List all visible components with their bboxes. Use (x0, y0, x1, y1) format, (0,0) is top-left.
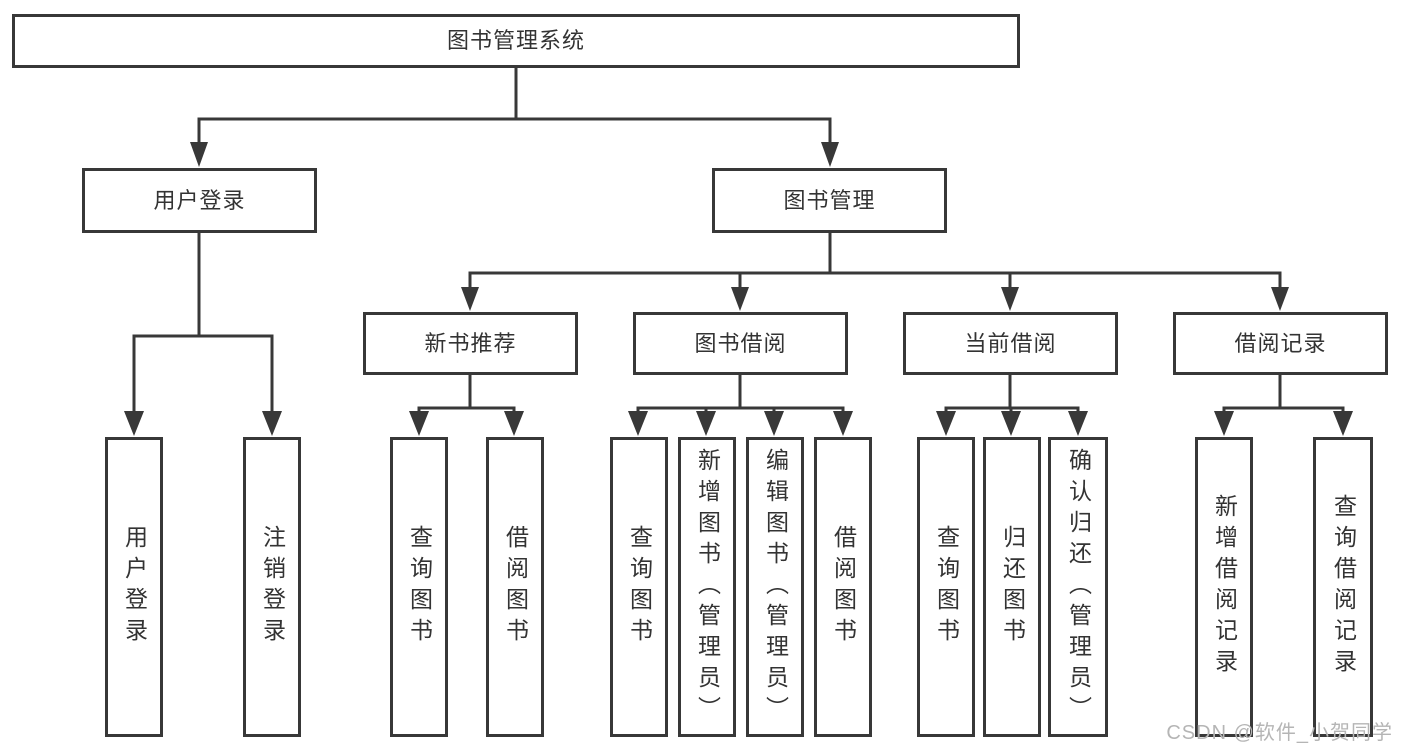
node-label: 查询图书 (933, 525, 960, 649)
node-label: 当前借阅 (964, 330, 1057, 356)
node-label: 借阅记录 (1234, 330, 1327, 356)
leaf-borrow-books: 借阅图书 (486, 437, 544, 737)
leaf-confirm-return-admin: 确认归还（管理员） (1048, 437, 1108, 737)
node-current-borrow: 当前借阅 (903, 312, 1118, 375)
node-label: 图书借阅 (694, 330, 787, 356)
leaf-add-books-admin: 新增图书（管理员） (678, 437, 736, 737)
node-label: 查询图书 (626, 525, 653, 649)
node-label: 用户登录 (121, 525, 148, 649)
leaf-borrow-books: 借阅图书 (814, 437, 872, 737)
node-label: 图书管理系统 (446, 28, 585, 53)
leaf-add-borrow-record: 新增借阅记录 (1195, 437, 1253, 737)
node-label: 归还图书 (999, 525, 1026, 649)
node-label: 编辑图书（管理员） (762, 447, 789, 727)
node-label: 查询借阅记录 (1330, 494, 1357, 680)
leaf-query-books: 查询图书 (610, 437, 668, 737)
leaf-user-login: 用户登录 (105, 437, 163, 737)
leaf-edit-books-admin: 编辑图书（管理员） (746, 437, 804, 737)
node-label: 新增借阅记录 (1211, 494, 1238, 680)
node-borrow-records: 借阅记录 (1173, 312, 1388, 375)
node-label: 图书管理 (783, 187, 876, 213)
node-label: 新增图书（管理员） (694, 447, 721, 727)
node-label: 用户登录 (153, 187, 246, 213)
leaf-query-borrow-record: 查询借阅记录 (1313, 437, 1373, 737)
leaf-return-books: 归还图书 (983, 437, 1041, 737)
node-book-borrow: 图书借阅 (633, 312, 848, 375)
leaf-query-books: 查询图书 (917, 437, 975, 737)
node-user-login: 用户登录 (82, 168, 317, 233)
node-new-book-recommend: 新书推荐 (363, 312, 578, 375)
node-label: 注销登录 (259, 525, 286, 649)
node-label: 确认归还（管理员） (1065, 447, 1092, 727)
node-root-system: 图书管理系统 (12, 14, 1020, 68)
node-label: 借阅图书 (502, 525, 529, 649)
leaf-logout: 注销登录 (243, 437, 301, 737)
node-book-management: 图书管理 (712, 168, 947, 233)
node-label: 新书推荐 (424, 330, 517, 356)
csdn-watermark: CSDN @软件_小贺同学 (1166, 722, 1393, 744)
leaf-query-books: 查询图书 (390, 437, 448, 737)
node-label: 查询图书 (406, 525, 433, 649)
node-label: 借阅图书 (830, 525, 857, 649)
